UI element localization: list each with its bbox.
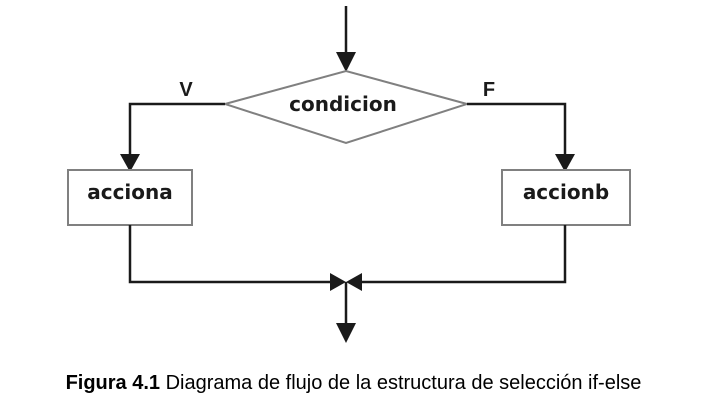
true-branch-arrowhead	[120, 154, 140, 172]
exit-arrowhead	[336, 323, 356, 343]
left-merge-arrowhead	[330, 273, 346, 291]
true-branch-label: V	[179, 79, 193, 101]
figure-caption: Figura 4.1 Diagrama de flujo de la estru…	[0, 372, 707, 395]
decision-label: condicion	[289, 92, 397, 116]
false-branch-connector	[467, 102, 567, 160]
flowchart: condicion V F acciona accionb	[67, 6, 631, 343]
figure-caption-label: Figura 4.1	[65, 372, 161, 394]
right-merge-arrowhead	[346, 273, 362, 291]
false-branch-label: F	[483, 79, 495, 101]
true-branch-connector	[128, 102, 225, 160]
false-branch-arrowhead	[555, 154, 575, 172]
entry-arrowhead	[336, 52, 356, 72]
right-merge-connector	[354, 225, 567, 284]
action-a-box	[67, 169, 193, 226]
action-a-label: acciona	[87, 180, 173, 204]
left-merge-connector	[128, 225, 338, 284]
figure-caption-text: Diagrama de flujo de la estructura de se…	[165, 372, 642, 394]
action-b-label: accionb	[523, 180, 609, 204]
